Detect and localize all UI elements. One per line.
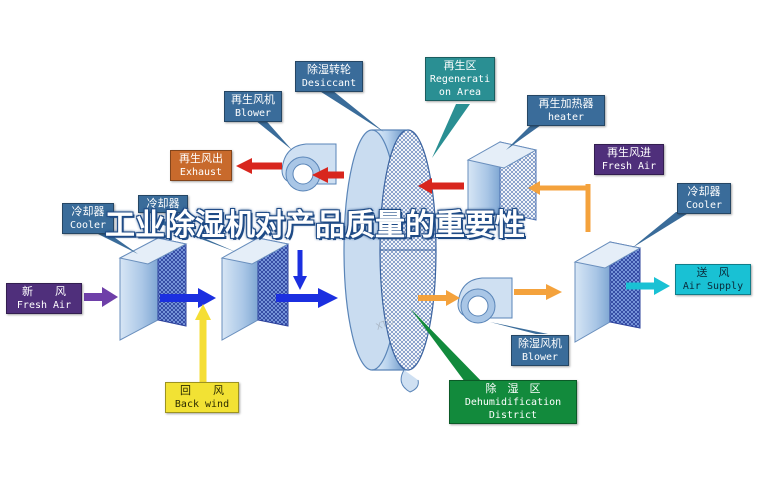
label-dehumid-blower: 除湿风机 Blower [511, 335, 569, 366]
label-dehumid-district: 除 湿 区 Dehumidification District [449, 380, 577, 424]
label-air-supply-en: Air Supply [682, 281, 744, 292]
label-regen-fresh-air-zh: 再生风进 [607, 146, 651, 159]
cooler-mid-unit [220, 237, 290, 341]
label-cooler-right-en: Cooler [685, 200, 723, 211]
label-back-wind: 回 风 Back wind [165, 382, 239, 413]
label-cooler-right-zh: 冷却器 [687, 185, 721, 198]
label-regen-heater-zh: 再生加热器 [538, 97, 594, 110]
label-dehumid-blower-en: Blower [521, 352, 559, 363]
label-cooler-mid: 冷却器 [138, 195, 188, 213]
label-desiccant: 除湿转轮 Desiccant [295, 61, 363, 92]
dehumid-blower-unit [457, 277, 513, 324]
label-exhaust-zh: 再生风出 [179, 152, 223, 165]
label-back-wind-zh: 回 风 [180, 384, 224, 397]
label-fresh-air: 新 风 Fresh Air [6, 283, 82, 314]
regen-heater-unit [466, 141, 538, 231]
label-cooler-right: 冷却器 Cooler [677, 183, 731, 214]
label-cooler-left-en: Cooler [69, 220, 107, 231]
label-regen-blower-en: Blower [234, 108, 272, 119]
label-dehumid-blower-zh: 除湿风机 [518, 337, 562, 350]
cooler-left-unit [118, 237, 188, 341]
callout-pointers [90, 90, 690, 386]
label-exhaust-en: Exhaust [179, 167, 223, 178]
label-cooler-left-zh: 冷却器 [71, 205, 105, 218]
label-dehumid-district-en: Dehumidification [464, 397, 562, 408]
label-desiccant-zh: 除湿转轮 [307, 63, 351, 76]
desiccant-wheel [343, 129, 437, 393]
label-regen-fresh-air: 再生风进 Fresh Air [594, 144, 664, 175]
label-air-supply: 送 风 Air Supply [675, 264, 751, 295]
airflow-arrows [84, 158, 670, 382]
label-dehumid-district-en2: District [488, 410, 538, 421]
label-regeneration-area-en: Regenerati [429, 74, 491, 85]
label-desiccant-en: Desiccant [301, 78, 357, 89]
label-regeneration-area: 再生区 Regenerati on Area [425, 57, 495, 101]
label-regen-heater-en: heater [547, 112, 585, 123]
label-dehumid-district-zh: 除 湿 区 [485, 382, 541, 395]
label-regeneration-area-en2: on Area [438, 87, 482, 98]
label-fresh-air-zh: 新 风 [22, 285, 66, 298]
page-title: 工业除湿机对产品质量的重要性 [105, 208, 525, 243]
label-air-supply-zh: 送 风 [696, 266, 730, 279]
label-regen-blower-zh: 再生风机 [231, 93, 275, 106]
label-cooler-mid-zh: 冷却器 [146, 197, 180, 210]
label-fresh-air-en: Fresh Air [16, 300, 72, 311]
cooler-right-unit [573, 241, 642, 343]
label-regen-heater: 再生加热器 heater [527, 95, 605, 126]
label-regen-fresh-air-en: Fresh Air [601, 161, 657, 172]
label-cooler-left: 冷却器 Cooler [62, 203, 114, 234]
label-regeneration-area-zh: 再生区 [443, 59, 477, 72]
label-back-wind-en: Back wind [174, 399, 230, 410]
label-regen-blower: 再生风机 Blower [224, 91, 282, 122]
label-exhaust: 再生风出 Exhaust [170, 150, 232, 181]
